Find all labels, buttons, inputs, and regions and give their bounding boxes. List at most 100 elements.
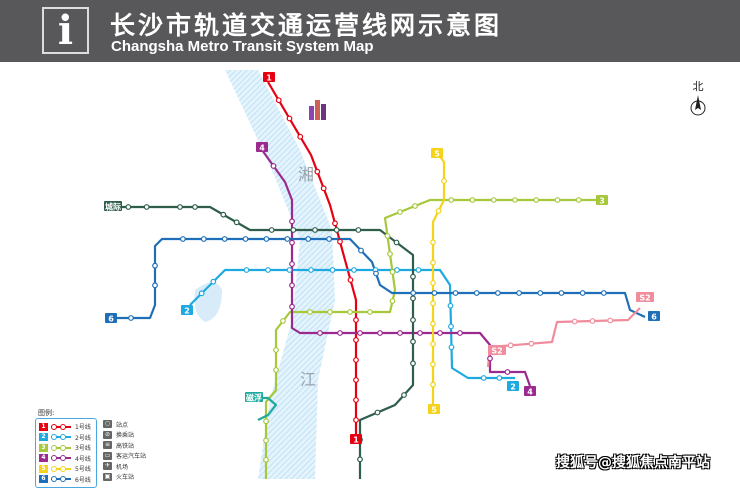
station[interactable] [320, 185, 327, 192]
station[interactable] [430, 300, 436, 307]
station[interactable] [128, 315, 134, 321]
station[interactable] [347, 277, 354, 283]
station[interactable] [305, 236, 312, 242]
station[interactable] [353, 337, 359, 343]
line-s2-route[interactable] [486, 307, 641, 368]
station[interactable] [417, 330, 423, 336]
station[interactable] [410, 338, 416, 345]
station[interactable] [579, 290, 586, 296]
station[interactable] [431, 290, 438, 296]
station[interactable] [152, 282, 158, 289]
line-2-badge[interactable]: 2 [181, 305, 193, 316]
station[interactable] [607, 317, 614, 324]
station[interactable] [554, 197, 561, 203]
line-xiangjiang-badge[interactable]: 城际 [104, 201, 122, 212]
station[interactable] [263, 437, 269, 444]
station[interactable] [353, 417, 359, 423]
station[interactable] [280, 318, 286, 324]
line-4-badge[interactable]: 4 [256, 142, 268, 153]
station[interactable] [516, 290, 522, 296]
station[interactable] [496, 375, 503, 381]
station[interactable] [265, 267, 271, 273]
station[interactable] [480, 375, 487, 381]
station[interactable] [289, 239, 295, 246]
station[interactable] [430, 341, 436, 347]
station[interactable] [308, 267, 314, 273]
station[interactable] [435, 208, 442, 214]
station[interactable] [528, 340, 535, 347]
line-s2-badge[interactable]: S2 [636, 292, 654, 303]
station[interactable] [437, 330, 443, 336]
station[interactable] [351, 267, 357, 273]
station[interactable] [273, 347, 279, 353]
station[interactable] [373, 270, 379, 277]
station[interactable] [289, 261, 295, 267]
station[interactable] [600, 290, 607, 296]
station[interactable] [397, 209, 403, 215]
station[interactable] [263, 418, 269, 425]
station[interactable] [263, 236, 270, 242]
station[interactable] [329, 267, 336, 273]
station[interactable] [289, 303, 295, 310]
station[interactable] [326, 236, 333, 242]
station[interactable] [377, 330, 383, 336]
line-5-badge[interactable]: 5 [431, 148, 443, 159]
station[interactable] [430, 239, 436, 246]
station[interactable] [430, 320, 436, 327]
station[interactable] [490, 197, 497, 203]
station[interactable] [198, 290, 205, 297]
station[interactable] [448, 323, 454, 330]
station[interactable] [410, 317, 416, 323]
station[interactable] [448, 197, 455, 203]
station[interactable] [389, 298, 396, 304]
station[interactable] [430, 259, 436, 266]
station[interactable] [337, 330, 343, 336]
station[interactable] [410, 360, 416, 367]
line-maglev-badge[interactable]: 磁浮 [245, 392, 263, 403]
station[interactable] [389, 269, 396, 275]
station[interactable] [504, 369, 511, 375]
station[interactable] [473, 290, 480, 296]
station[interactable] [297, 133, 304, 140]
station[interactable] [589, 318, 596, 324]
station[interactable] [430, 381, 436, 388]
station[interactable] [357, 330, 363, 336]
station[interactable] [387, 251, 393, 257]
station[interactable] [314, 168, 321, 175]
station[interactable] [384, 233, 391, 239]
station[interactable] [152, 262, 158, 269]
line-3-route[interactable] [264, 198, 600, 479]
line-5-badge[interactable]: 5 [428, 404, 440, 415]
station[interactable] [286, 267, 293, 273]
line-4-badge[interactable]: 4 [524, 386, 536, 397]
station[interactable] [571, 318, 578, 325]
station[interactable] [448, 344, 455, 351]
station[interactable] [355, 227, 362, 233]
station[interactable] [177, 204, 183, 210]
station[interactable] [353, 357, 359, 363]
station[interactable] [327, 309, 333, 315]
station[interactable] [430, 361, 436, 368]
station[interactable] [284, 236, 291, 242]
station[interactable] [469, 197, 476, 203]
station[interactable] [312, 227, 318, 233]
station[interactable] [412, 203, 418, 209]
station[interactable] [233, 219, 240, 226]
station[interactable] [533, 197, 540, 203]
station[interactable] [273, 367, 279, 373]
station[interactable] [410, 273, 416, 280]
line-1-badge[interactable]: 1 [263, 72, 275, 83]
station[interactable] [358, 247, 364, 254]
station[interactable] [353, 317, 359, 323]
station[interactable] [332, 220, 338, 227]
station[interactable] [307, 309, 313, 315]
station[interactable] [347, 309, 353, 315]
station[interactable] [143, 204, 150, 210]
line-5-route[interactable] [431, 151, 446, 405]
station[interactable] [220, 211, 227, 218]
station[interactable] [575, 197, 582, 203]
station[interactable] [333, 227, 340, 233]
station[interactable] [507, 342, 514, 349]
station[interactable] [243, 267, 250, 273]
station[interactable] [393, 239, 400, 246]
